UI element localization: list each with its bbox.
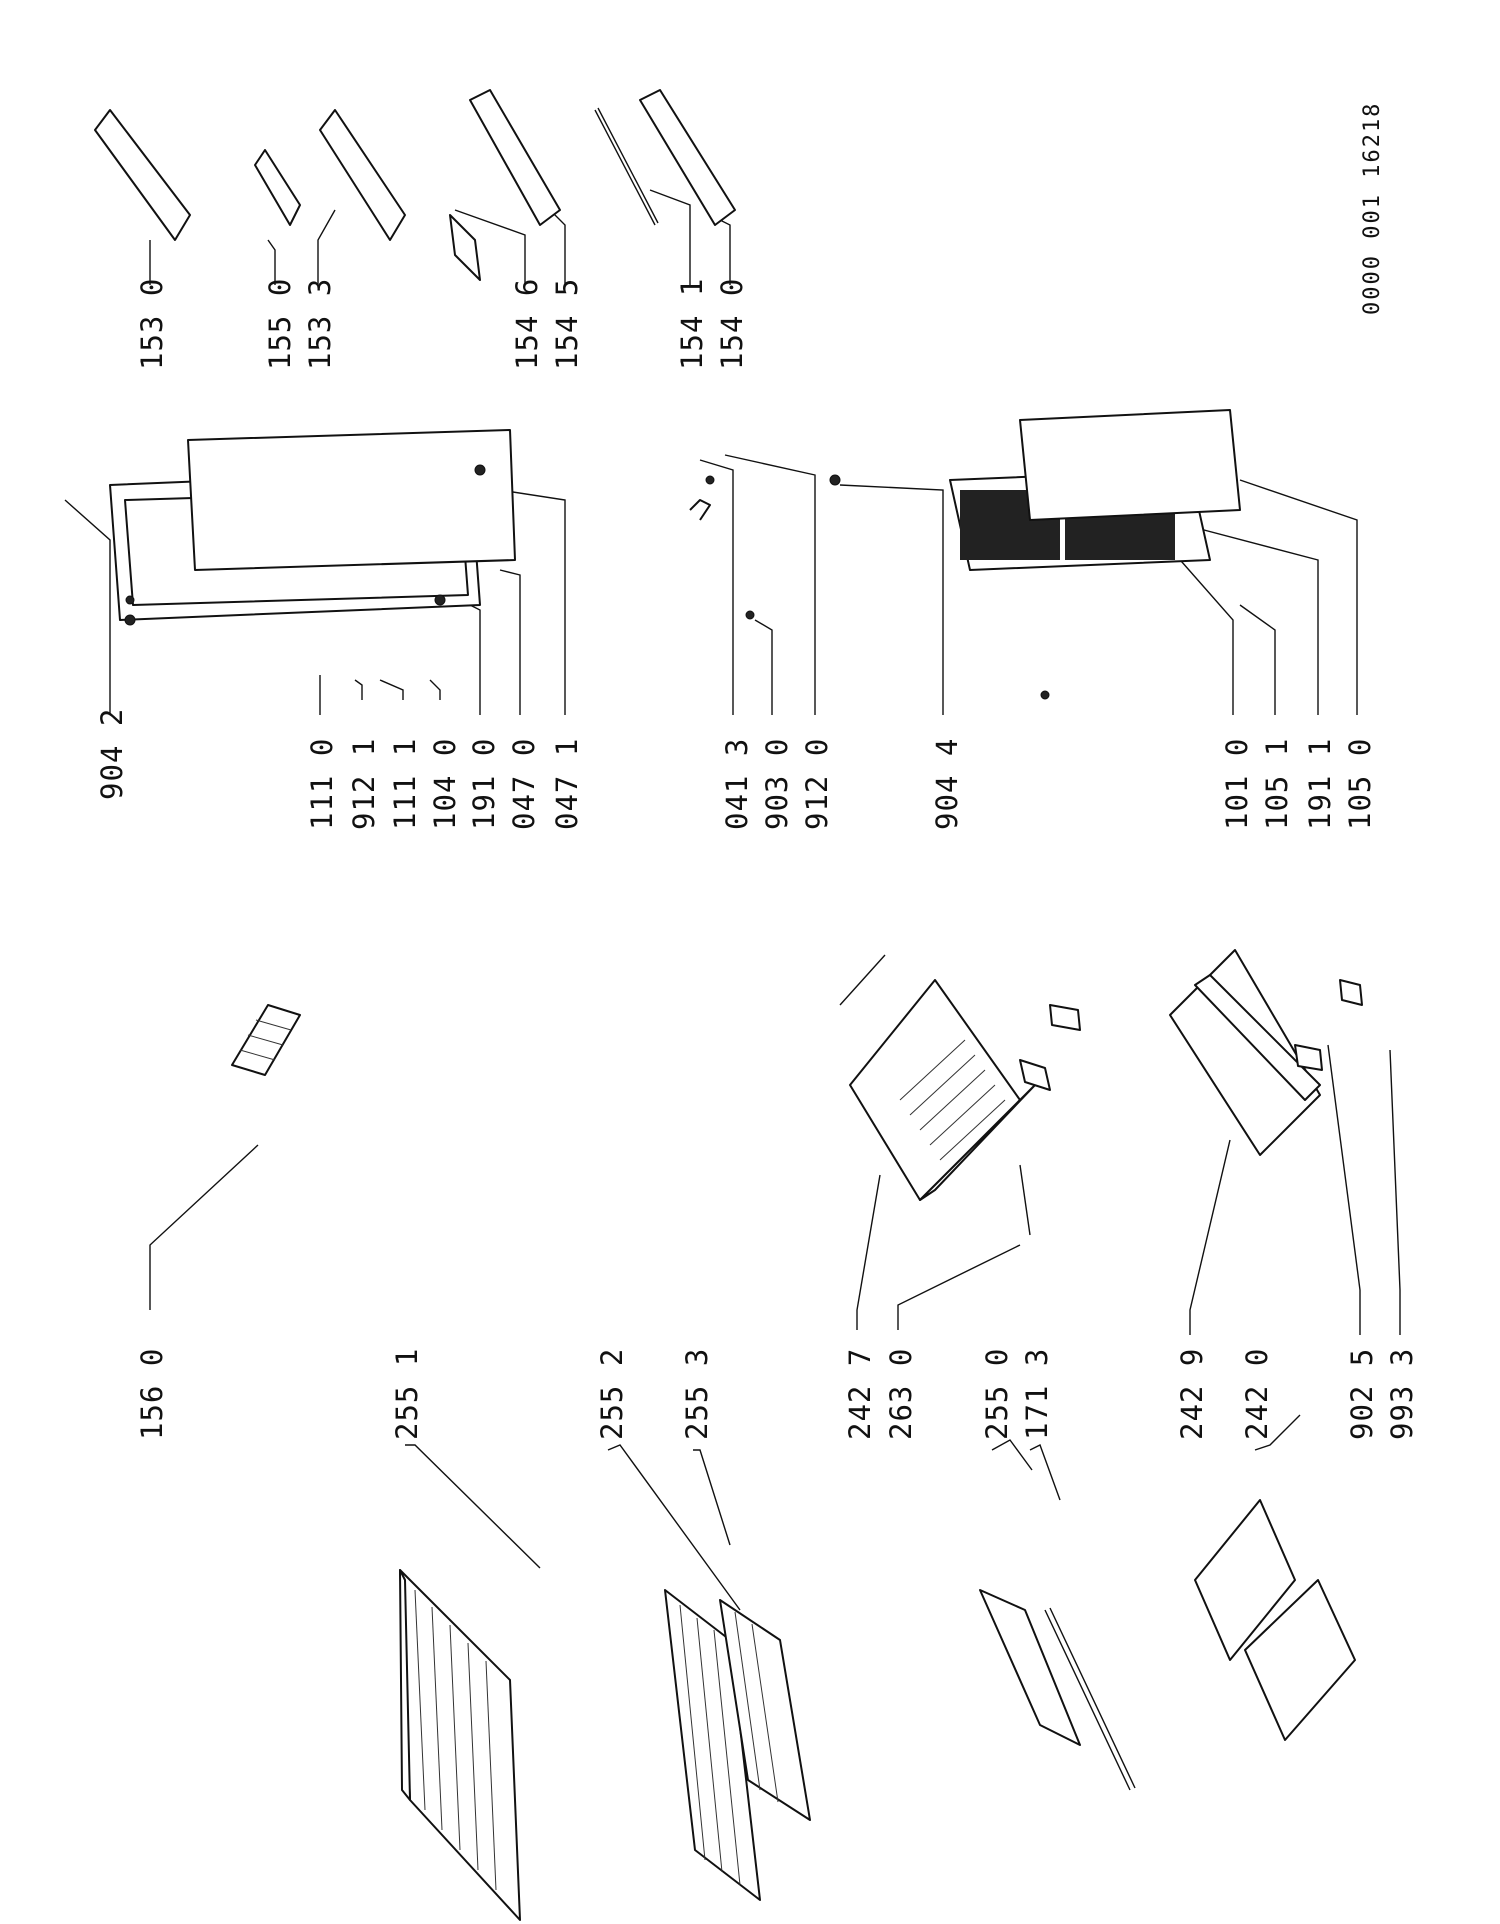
label-904-4: 904 4	[930, 737, 964, 830]
document-id: 0000 001 16218	[1360, 101, 1385, 315]
label-105-0: 105 0	[1343, 737, 1377, 830]
shelf-255-3	[719, 1599, 811, 1821]
label-154-6: 154 6	[510, 277, 544, 370]
label-242-9: 242 9	[1175, 1347, 1209, 1440]
label-255-3: 255 3	[680, 1347, 714, 1440]
egg-tray-156	[231, 1004, 301, 1076]
label-903-0: 903 0	[760, 737, 794, 830]
drawers-242-0	[1194, 1499, 1356, 1741]
label-154-0: 154 0	[715, 277, 749, 370]
label-154-5: 154 5	[550, 277, 584, 370]
leader-lines	[64, 189, 1401, 1611]
label-242-7: 242 7	[843, 1347, 877, 1440]
label-153-3: 153 3	[303, 277, 337, 370]
label-902-5: 902 5	[1345, 1347, 1379, 1440]
crisper-drawer-242-7	[839, 954, 1036, 1236]
label-255-0: 255 0	[980, 1347, 1014, 1440]
freezer-door-904-4	[829, 409, 1241, 700]
label-242-0: 242 0	[1240, 1347, 1274, 1440]
label-255-1: 255 1	[390, 1347, 424, 1440]
label-255-2: 255 2	[595, 1347, 629, 1440]
label-154-1: 154 1	[675, 277, 709, 370]
label-047-0: 047 0	[507, 737, 541, 830]
glass-plate-255-0	[979, 1589, 1136, 1791]
small-parts-902-993	[1019, 979, 1363, 1091]
label-912-1: 912 1	[347, 737, 381, 830]
glass-shelf-255-1	[399, 1569, 521, 1921]
label-041-3: 041 3	[720, 737, 754, 830]
label-104-0: 104 0	[428, 737, 462, 830]
drawer-242-9	[1169, 949, 1321, 1156]
shelf-255-2	[664, 1589, 761, 1901]
label-153-0: 153 0	[135, 277, 169, 370]
label-191-1: 191 1	[1303, 737, 1337, 830]
hinge-041-3	[689, 475, 755, 620]
label-904-2: 904 2	[95, 707, 129, 800]
label-912-0: 912 0	[800, 737, 834, 830]
label-156-0: 156 0	[135, 1347, 169, 1440]
label-155-0: 155 0	[263, 277, 297, 370]
label-111-0: 111 0	[305, 737, 339, 830]
label-047-1: 047 1	[550, 737, 584, 830]
label-105-1: 105 1	[1260, 737, 1294, 830]
label-111-1: 111 1	[388, 737, 422, 830]
label-171-3: 171 3	[1020, 1347, 1054, 1440]
label-191-0: 191 0	[467, 737, 501, 830]
door-frame-904-2	[109, 429, 516, 626]
label-263-0: 263 0	[884, 1347, 918, 1440]
label-993-3: 993 3	[1385, 1347, 1419, 1440]
door-bins-top-right	[94, 89, 736, 281]
label-101-0: 101 0	[1220, 737, 1254, 830]
